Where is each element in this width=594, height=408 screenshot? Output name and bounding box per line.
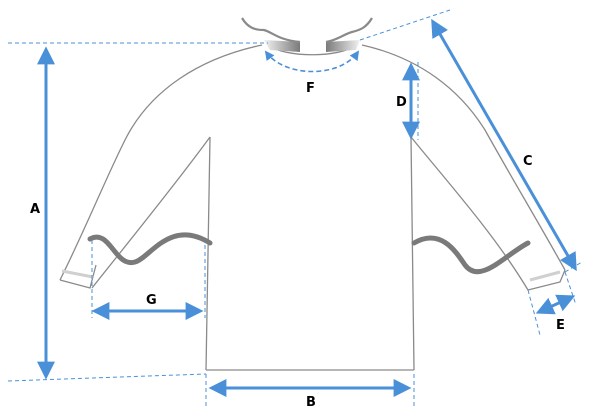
label-e: E [556,318,565,333]
right-body-side [410,136,415,371]
left-sleeve-outer [59,44,263,281]
label-g: G [146,293,157,308]
label-b: B [306,395,316,408]
right-sleeve-outer [361,44,566,271]
measure-f-arrow [264,50,360,73]
right-cuff [527,269,566,291]
label-c: C [523,154,533,169]
left-cuff [59,264,97,289]
measure-e-arrow [535,294,576,315]
collar [241,17,373,52]
label-a: A [30,202,40,217]
left-sleeve-inner [91,136,211,289]
label-f: F [306,81,315,96]
label-d: D [396,95,407,110]
measurement-arrows [37,18,577,397]
left-body-side [205,136,211,371]
measure-c-arrow [431,18,577,272]
collar-flap-right [325,17,373,44]
right-elastic [411,235,531,275]
left-elastic [87,232,213,266]
collar-flap-left [241,17,301,44]
